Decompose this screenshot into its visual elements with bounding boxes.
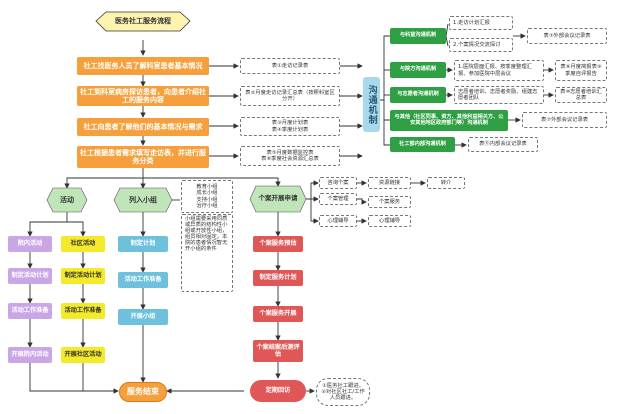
comm-other: 与其他（社区同事、资方、其他利益相关方、公安其他地区政府部门等）沟通机制 — [390, 110, 508, 131]
comm-department-note-2: 2.个案情况交流探讨 — [449, 38, 513, 52]
comm-department: 与科室沟通机制 — [390, 28, 446, 44]
service-end: 服务结束 — [119, 382, 167, 402]
casework-hexagon — [249, 185, 307, 213]
comm-department-form: 表⑦外部会议记录表 — [527, 28, 607, 44]
note-monthly-data: 表⑤月度数据监控表 — [266, 149, 314, 156]
comm-internal: 社工部内部沟通机制 — [390, 137, 455, 152]
comm-hospital-form: 表⑧月度简报表⑨季度自评报告 — [555, 60, 607, 81]
note-data-forms: 表⑤月度数据监控表 表⑥季度社会资源汇总表 — [240, 146, 340, 166]
step-2: 社工到科室病房探访患者，向患者介绍社工的服务内容 — [77, 86, 209, 106]
title-hexagon — [95, 11, 191, 32]
activity-hexagon — [46, 187, 88, 213]
case-result-resource-link: 资源链接 — [368, 177, 411, 189]
group-prepare: 活动工作准备 — [118, 272, 168, 288]
note-monthly-plan: 表③月度计划表 — [271, 120, 309, 127]
note-quarterly-resources: 表⑥季度社会资源汇总表 — [261, 156, 319, 162]
case-service: 个案服务开展 — [253, 306, 303, 322]
comm-volunteer-form: 表⑩志愿者培训汇总表 — [555, 87, 607, 103]
group-type-growth: 成长小组 — [196, 190, 218, 197]
case-option-counseling: 心理辅导 — [319, 215, 357, 227]
activity-inhospital-prepare: 活动工作准备 — [8, 303, 52, 319]
group-type-therapy: 治疗小组 — [196, 202, 218, 209]
comm-volunteer: 与志愿者沟通机制 — [390, 87, 446, 103]
case-closing-evaluation: 个案结案后测评估 — [253, 340, 303, 362]
activity-community-plan: 制定活动计划 — [61, 268, 105, 284]
activity-community-run: 开展社区活动 — [61, 347, 105, 363]
case-result-referral: 转介 — [427, 177, 465, 189]
activity-community: 社区活动 — [61, 236, 105, 252]
branch-group: 列入小组 — [129, 195, 157, 204]
comm-internal-form: 表⑪内部会议记录表 — [468, 137, 538, 152]
note-visit-form: 表①走访记录表 — [240, 58, 340, 74]
group-plan: 制定计划 — [118, 236, 168, 252]
group-types: 教育小组 成长小组 支持小组 治疗小组 — [181, 180, 233, 213]
comm-hospital: 与院方沟通机制 — [390, 62, 446, 78]
activity-inhospital-plan: 制定活动计划 — [8, 268, 52, 284]
note-plan-forms: 表③月度计划表 表④季度计划表 — [240, 117, 340, 136]
case-option-management: 个案管理 — [319, 193, 357, 205]
comm-volunteer-note: 志愿者培训、志愿者奖励、组建志愿者团队 — [454, 86, 544, 104]
note-quarterly-plan: 表④季度计划表 — [271, 126, 309, 133]
branch-activity: 活动 — [60, 195, 74, 204]
comm-hospital-note: 1.医院层面汇报、按季度整理汇报、参加医院中层会议 — [454, 60, 544, 81]
activity-inhospital-run: 开展院内活动 — [8, 347, 52, 363]
branch-casework: 个案开展申请 — [258, 194, 298, 203]
case-result-service: 个案服务 — [368, 196, 411, 208]
flowchart-title: 医务社工服务流程 — [115, 17, 171, 26]
case-assessment: 个案服务预估 — [253, 236, 303, 252]
activity-community-prepare: 活动工作准备 — [61, 303, 105, 319]
comm-department-note-1: 1.走访计划汇报 — [449, 16, 513, 30]
note-monthly-visit-summary: 表②月度走访记录汇总表（按照科室区分开） — [240, 86, 340, 106]
step-1: 社工找医务人员了解科室患者基本情况 — [77, 57, 209, 75]
case-followup: 定期回访 — [250, 380, 306, 402]
followup-note: ①医务社工跟进，②对社区社工/工作人员跟进。 — [316, 378, 370, 406]
case-result-counseling: 心理辅导 — [368, 215, 411, 227]
case-plan: 制定服务计划 — [253, 270, 303, 286]
group-requirement-note: 小组需要采用同质或异质的结构性小组或开放性小组，组员相对固定，本院的患者情况智无… — [181, 214, 233, 292]
case-option-consult: 咨询个案 — [319, 177, 357, 189]
activity-inhospital: 院内活动 — [8, 236, 52, 252]
communication-mechanism-label: 沟通机制 — [363, 77, 380, 132]
step-3: 社工向患者了解他们的基本情况与需求 — [77, 118, 209, 136]
comm-other-form: 表⑦外部会议记录表 — [522, 112, 607, 128]
step-4: 社工根据患者需求填写走访表，并进行服务分类 — [77, 146, 209, 168]
group-type-support: 支持小组 — [196, 196, 218, 203]
group-run: 开展小组 — [118, 309, 168, 325]
group-type-education: 教育小组 — [196, 184, 218, 191]
group-hexagon — [113, 187, 173, 213]
